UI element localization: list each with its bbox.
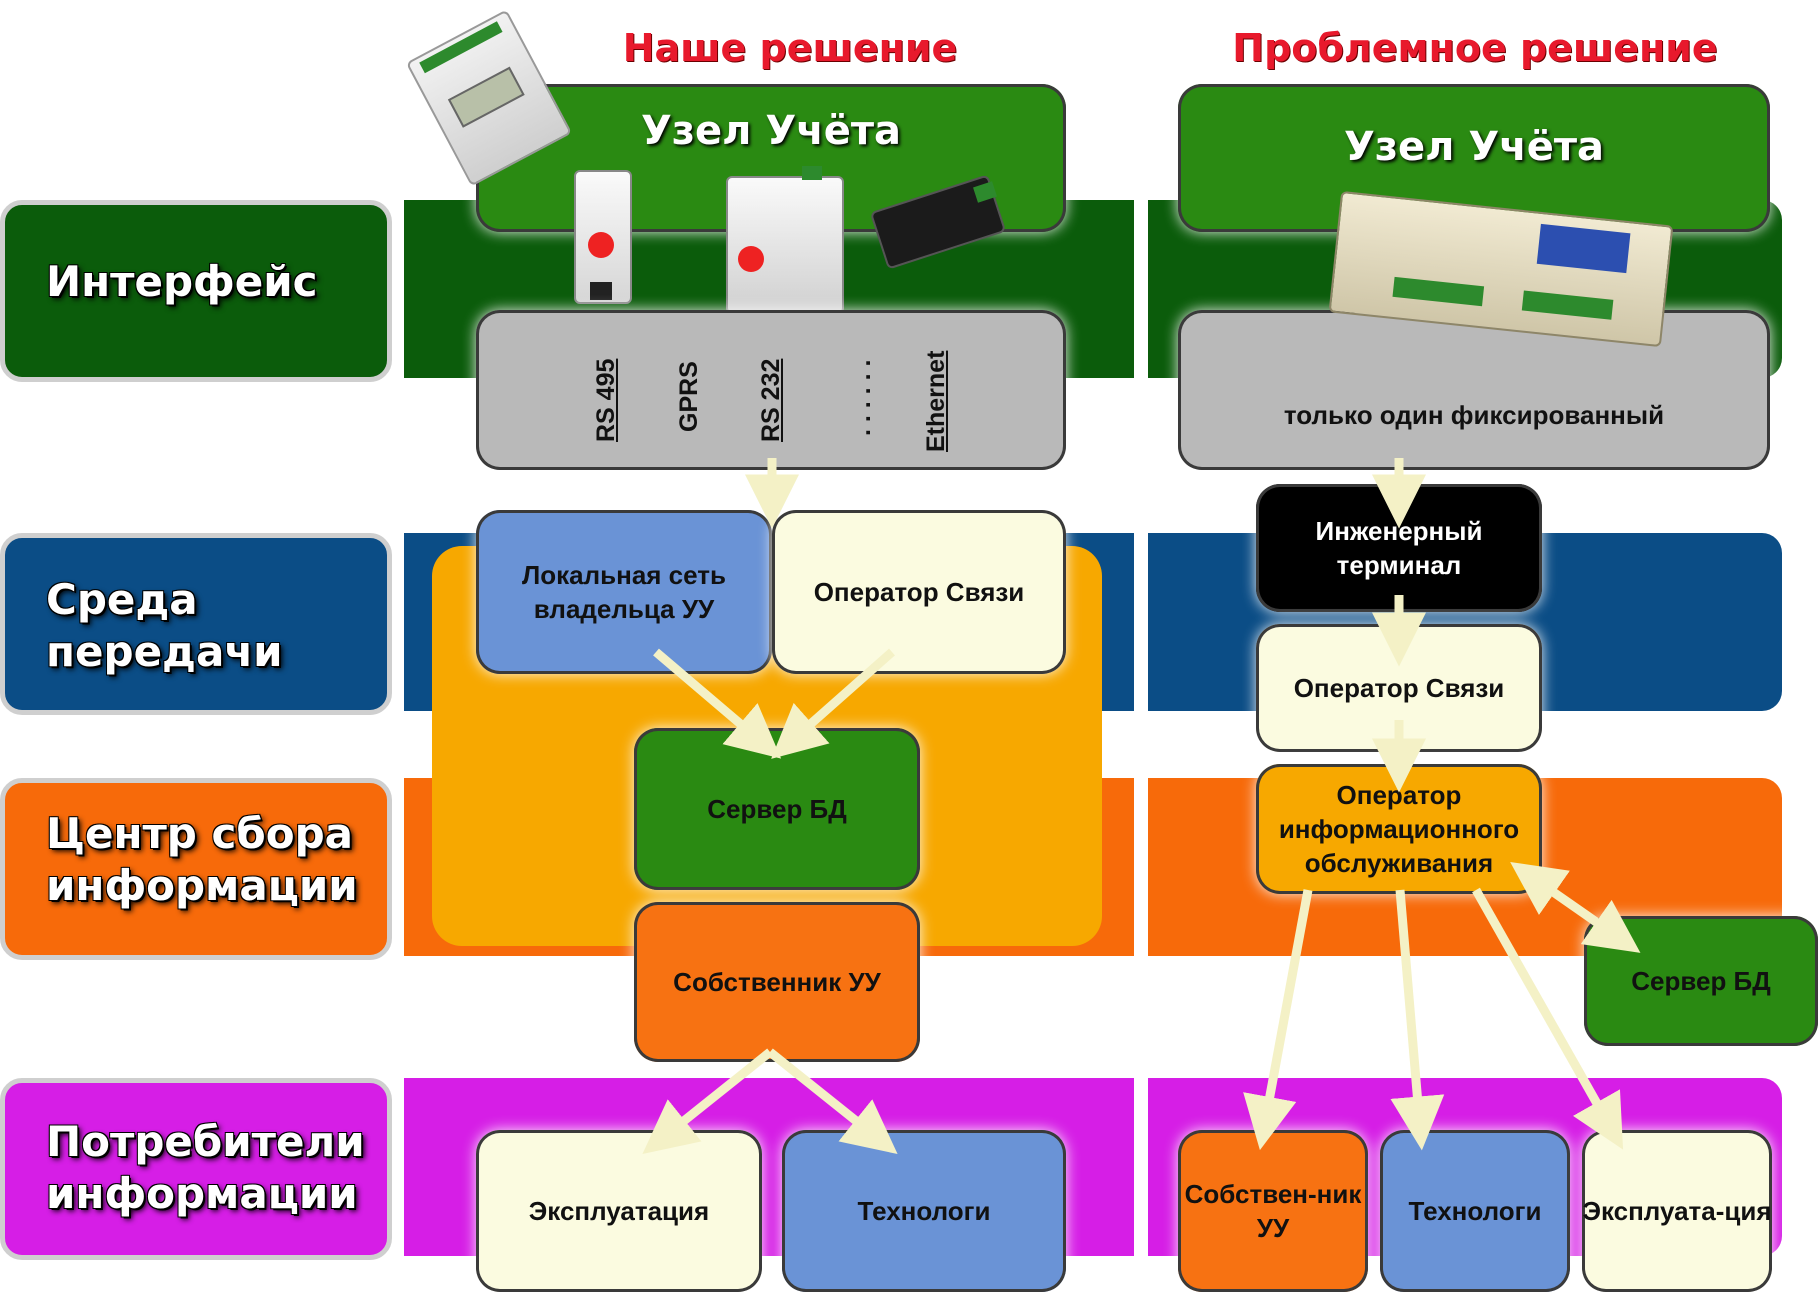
arrow-info-to-exploitation [1472, 887, 1624, 1150]
problem-exploitation: Эксплуата-ция [1582, 1130, 1772, 1292]
problem-interface-box: только один фиксированный [1178, 310, 1770, 470]
rs485-module-icon [574, 170, 632, 304]
band-consumers-label-block [0, 1078, 392, 1260]
our-exploitation: Эксплуатация [476, 1130, 762, 1292]
our-metering-node-title: Узел Учёта [640, 108, 902, 154]
our-db-server-label: Сервер БД [707, 794, 847, 824]
header-problem-solution: Проблемное решение [1232, 26, 1718, 70]
problem-technologists-label: Технологи [1408, 1196, 1542, 1226]
arrow-operator-to-server [771, 648, 895, 759]
arrow-owner-to-exploitation [642, 1048, 773, 1155]
band-transmission-label: Среда передачи [46, 575, 283, 676]
problem-metering-node-title: Узел Учёта [1343, 124, 1605, 170]
problem-telecom-operator-label: Оператор Связи [1293, 673, 1505, 703]
problem-technologists: Технологи [1380, 1130, 1570, 1292]
our-interface-box [476, 310, 1066, 470]
our-telecom-operator: Оператор Связи [772, 510, 1066, 674]
problem-engineering-terminal-label: Инженерный терминал [1315, 516, 1483, 580]
band-interface-label: Интерфейс [46, 257, 318, 306]
problem-owner: Собствен-ник УУ [1178, 1130, 1368, 1292]
band-interface-label-block [0, 200, 392, 382]
arrow-info-to-owner [1243, 889, 1313, 1151]
band-collection-label-block [0, 778, 392, 960]
problem-db-server-label: Сервер БД [1631, 966, 1771, 996]
our-owner: Собственник УУ [634, 902, 920, 1062]
header-our-solution: Наше решение [622, 26, 958, 70]
our-local-network: Локальная сеть владельца УУ [476, 510, 772, 674]
our-owner-label: Собственник УУ [673, 967, 881, 997]
arrow-owner-to-technologists [767, 1048, 898, 1155]
rs232-module-icon [726, 166, 844, 314]
problem-owner-label: Собствен-ник УУ [1184, 1179, 1362, 1243]
problem-exploitation-label: Эксплуата-ция [1582, 1196, 1772, 1226]
band-collection-label: Центр сбора информации [46, 809, 358, 910]
arrow-info-server-bidirectional [1510, 861, 1641, 953]
arrow-info-to-technologists [1390, 889, 1445, 1151]
our-technologists: Технологи [782, 1130, 1066, 1292]
our-exploitation-label: Эксплуатация [528, 1196, 710, 1226]
our-telecom-operator-label: Оператор Связи [813, 577, 1025, 607]
band-transmission-label-block [0, 533, 392, 715]
arrow-localnet-to-server [653, 648, 782, 759]
problem-interface-note: только один фиксированный [1283, 400, 1665, 430]
our-local-network-label: Локальная сеть владельца УУ [522, 560, 726, 624]
band-consumers-label: Потребители информации [46, 1117, 365, 1218]
our-technologists-label: Технологи [857, 1196, 991, 1226]
